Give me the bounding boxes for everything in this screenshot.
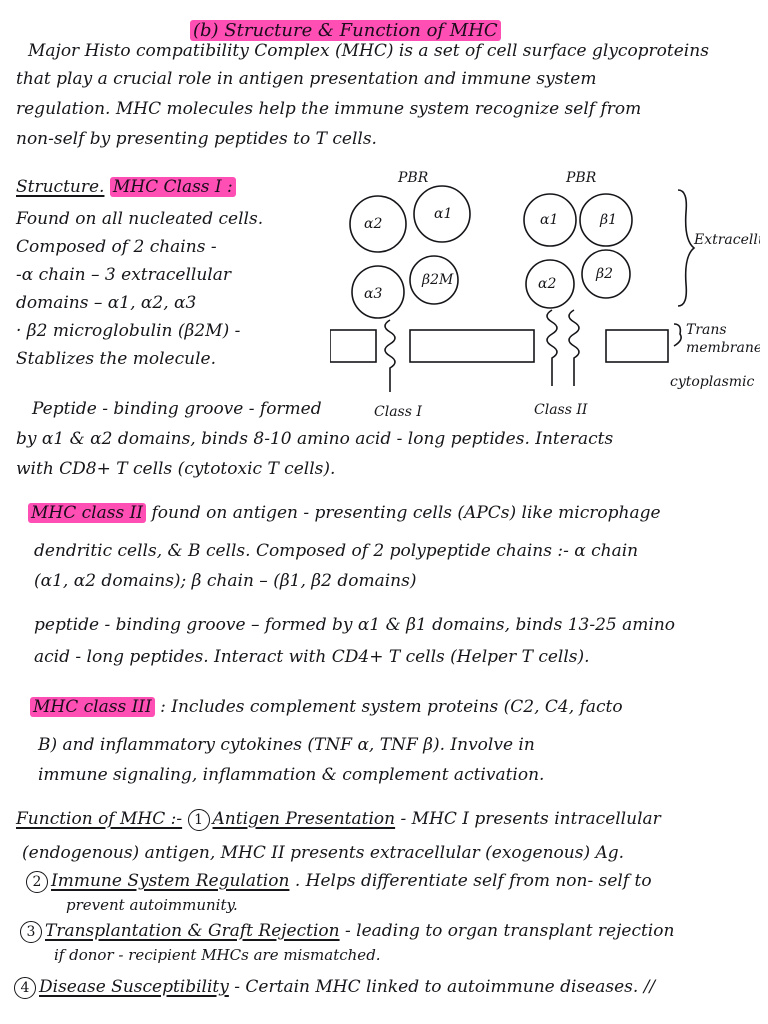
peptide-line-2: by α1 & α2 domains, binds 8-10 amino aci… [16,429,614,449]
membrane-middle [409,329,535,363]
c1-b2m-label: β2M [421,272,454,288]
intro-line-2: that play a crucial role in antigen pres… [16,69,597,89]
pbr-left-label: PBR [397,170,429,186]
class2-line-1: MHC class II found on antigen - presenti… [28,502,661,524]
c2-alpha1-domain [523,193,577,247]
function-title-4: Disease Susceptibility [39,977,229,997]
intro-line-4: non-self by presenting peptides to T cel… [16,129,377,149]
class3-line-2: B) and inflammatory cytokines (TNF α, TN… [38,735,535,755]
c1-transmembrane-coil [384,319,396,392]
c2-beta2-label: β2 [595,266,613,282]
function-cont-1: (endogenous) antigen, MHC II presents ex… [22,843,625,863]
function-cont-3: if donor - recipient MHCs are mismatched… [54,946,381,964]
c1-alpha1-domain [413,185,471,243]
peptide-line-1: Peptide - binding groove - formed [32,399,322,419]
function-text-2: . Helps differentiate self from non- sel… [294,871,652,891]
c2-alpha2-domain [525,259,575,309]
c1-alpha2-domain [349,195,407,253]
cytoplasmic-label: cytoplasmic [670,374,755,390]
c2-beta1-domain [579,193,633,247]
intro-line-3: regulation. MHC molecules help the immun… [16,99,642,119]
structure-heading-line: Structure. MHC Class I : [16,176,236,198]
c1-alpha1-label: α1 [434,206,452,222]
class1-line-2: Composed of 2 chains - [16,237,217,257]
membrane-right [605,329,669,363]
class1-caption: Class I [374,404,422,420]
class1-line-3: -α chain – 3 extracellular [16,265,231,285]
c2-alpha1-label: α1 [540,212,558,228]
class1-line-5: · β2 microglobulin (β2M) - [16,321,241,341]
function-title-2: Immune System Regulation [51,871,290,891]
intro-line-1: Major Histo compatibility Complex (MHC) … [28,41,709,61]
class1-label: MHC Class I : [109,177,236,197]
page-title: (b) Structure & Function of MHC [190,20,501,41]
class1-line-1: Found on all nucleated cells. [16,209,264,229]
class1-molecule: α2 α1 α3 β2M [349,185,471,392]
extracellular-label: Extracellula [693,232,760,248]
class2-line-3: (α1, α2 domains); β chain – (β1, β2 doma… [34,571,417,591]
c2-alpha-coil [546,309,558,386]
peptide-line-3: with CD8+ T cells (cytotoxic T cells). [16,459,336,479]
class3-line-1: MHC class III : Includes complement syst… [30,696,623,718]
pbr-right-label: PBR [565,170,597,186]
structure-heading: Structure. [16,177,105,197]
c2-beta1-label: β1 [599,212,617,228]
c2-beta-coil [568,309,580,386]
function-title-1: Antigen Presentation [212,809,396,829]
c1-alpha3-label: α3 [364,286,382,302]
class2-line-5: acid - long peptides. Interact with CD4+… [34,647,590,667]
class3-text-1: : Includes complement system proteins (C… [160,697,623,717]
function-number-3: 3 [20,921,42,943]
class2-line-4: peptide - binding groove – formed by α1 … [34,615,676,635]
class2-molecule: α1 β1 α2 β2 [523,193,633,386]
c2-alpha2-label: α2 [538,276,556,292]
c1-b2m-domain [409,255,459,305]
title-highlight: (b) Structure & Function of MHC [190,20,501,41]
function-number-4: 4 [14,977,36,999]
class3-label: MHC class III [30,697,155,717]
trans-label: Trans [686,322,727,338]
function-heading: Function of MHC :- [16,809,183,829]
function-text-3: - leading to organ transplant rejection [344,921,675,941]
class2-text-1: found on antigen - presenting cells (APC… [151,503,661,523]
function-cont-2: prevent autoimmunity. [66,896,238,914]
class1-line-6: Stablizes the molecule. [16,349,216,369]
class2-caption: Class II [534,402,588,418]
membrane-left [330,329,377,363]
c2-beta2-domain [581,249,631,299]
function-text-4: - Certain MHC linked to autoimmune disea… [234,977,656,997]
membrane-label: membrane [686,340,760,356]
membrane-brace [673,323,682,347]
function-number-1: 1 [187,809,210,831]
extracellular-brace [677,189,696,307]
function-text-1: - MHC I presents intracellular [400,809,661,829]
class2-line-2: dendritic cells, & B cells. Composed of … [34,541,639,561]
mhc-diagram: PBR PBR α2 α1 α3 β2M α1 β1 α2 β2 [330,170,760,420]
class3-line-3: immune signaling, inflammation & complem… [38,765,545,785]
function-title-3: Transplantation & Graft Rejection [45,921,340,941]
class1-line-4: domains – α1, α2, α3 [16,293,197,313]
c1-alpha3-domain [351,265,405,319]
function-number-2: 2 [26,871,48,893]
class2-label: MHC class II [28,503,147,523]
c1-alpha2-label: α2 [364,216,382,232]
